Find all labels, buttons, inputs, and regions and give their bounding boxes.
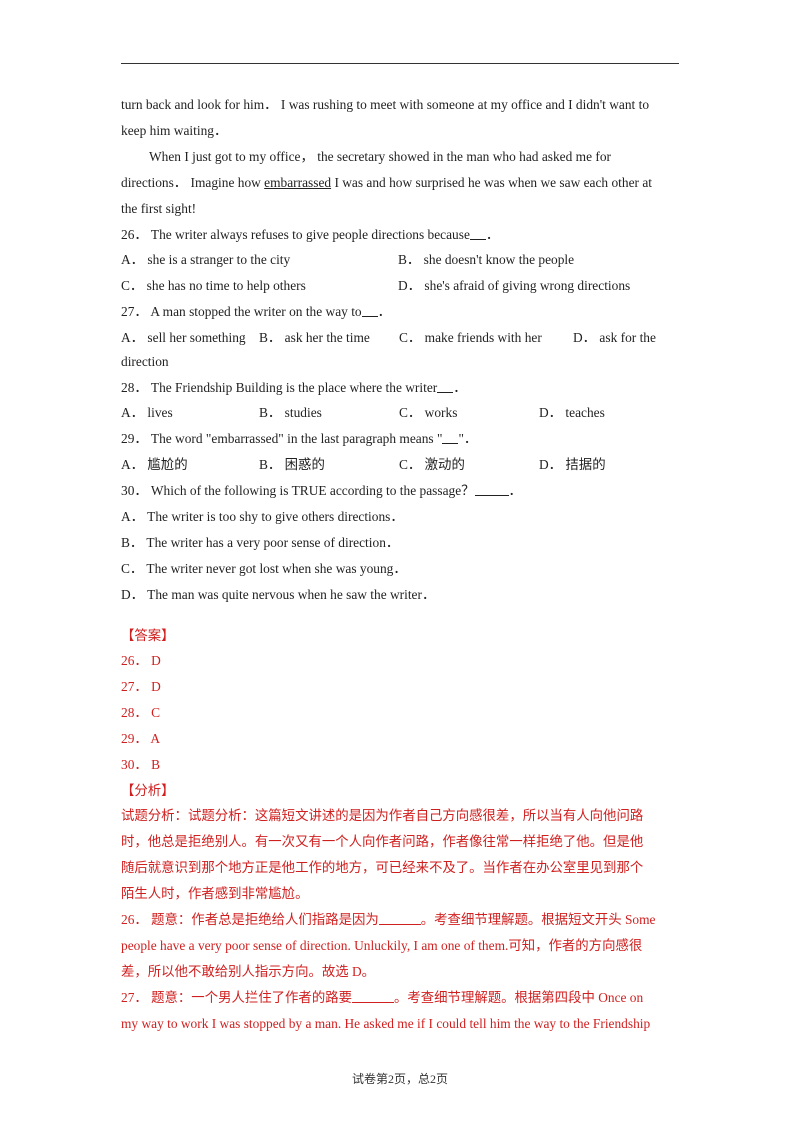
analysis-line-2: 时，他总是拒绝别人。有一次又有一个人向作者问路，作者像往常一样拒绝了他。但是他 (121, 834, 644, 849)
passage-line-5: the first sight! (121, 201, 197, 216)
analysis-line-3: 随后就意识到那个地方正是他工作的地方，可已经来不及了。当作者在办公室里见到那个 (121, 860, 644, 875)
analysis-line-6: people have a very poor sense of directi… (121, 938, 643, 953)
q27-option-d: D． ask for the (573, 330, 656, 345)
answer-26: 26． D (121, 653, 161, 668)
q30-option-a: A． The writer is too shy to give others … (121, 509, 404, 524)
q28-option-d: D． teaches (539, 405, 605, 420)
question-27: 27． A man stopped the writer on the way … (121, 304, 392, 319)
analysis-heading: 【分析】 (121, 783, 175, 798)
question-29: 29． The word "embarrassed" in the last p… (121, 431, 478, 446)
question-28: 28． The Friendship Building is the place… (121, 380, 467, 395)
analysis-line-9: my way to work I was stopped by a man. H… (121, 1016, 651, 1031)
q28-option-b: B． studies (259, 405, 322, 420)
analysis-line-7: 差，所以他不敢给别人指示方向。故选 D。 (121, 964, 376, 979)
q27-option-c: C． make friends with her (399, 330, 542, 345)
q26-option-c: C． she has no time to help others (121, 278, 306, 293)
embarrassed-word: embarrassed (264, 175, 332, 190)
q29-option-b: B． 困惑的 (259, 457, 325, 472)
passage-line-3: When I just got to my office， the secret… (149, 149, 611, 164)
answer-29: 29． A (121, 731, 161, 746)
q29-option-a: A． 尴尬的 (121, 457, 188, 472)
passage-line-1: turn back and look for him． I was rushin… (121, 97, 650, 112)
q29-option-d: D． 拮据的 (539, 457, 606, 472)
q27-option-a: A． sell her something (121, 330, 246, 345)
q26-option-a: A． she is a stranger to the city (121, 252, 291, 267)
q29-option-c: C． 激动的 (399, 457, 465, 472)
analysis-line-5: 26． 题意：作者总是拒绝给人们指路是因为。考查细节理解题。根据短文开头 Som… (121, 912, 656, 927)
q26-option-d: D． she's afraid of giving wrong directio… (398, 278, 631, 293)
q30-option-c: C． The writer never got lost when she wa… (121, 561, 407, 576)
q30-option-d: D． The man was quite nervous when he saw… (121, 587, 436, 602)
page-footer: 试卷第2页，总2页 (351, 1072, 448, 1086)
analysis-line-4: 陌生人时，作者感到非常尴尬。 (121, 886, 309, 901)
analysis-line-8: 27． 题意：一个男人拦住了作者的路要。考查细节理解题。根据第四段中 Once … (121, 990, 644, 1005)
q30-option-b: B． The writer has a very poor sense of d… (121, 535, 400, 550)
q26-option-b: B． she doesn't know the people (398, 252, 575, 267)
answer-28: 28． C (121, 705, 161, 720)
q28-option-a: A． lives (121, 405, 173, 420)
q28-option-c: C． works (399, 405, 458, 420)
answer-27: 27． D (121, 679, 161, 694)
answer-30: 30． B (121, 757, 161, 772)
question-30: 30． Which of the following is TRUE accor… (121, 483, 522, 498)
header-rule (121, 63, 679, 64)
analysis-line-1: 试题分析：试题分析：这篇短文讲述的是因为作者自己方向感很差，所以当有人向他问路 (121, 808, 644, 823)
q27-option-b: B． ask her the time (259, 330, 370, 345)
answer-heading: 【答案】 (121, 628, 175, 643)
passage-line-2: keep him waiting． (121, 123, 228, 138)
question-26: 26． The writer always refuses to give pe… (121, 227, 500, 242)
q27-option-d-cont: direction (121, 354, 169, 369)
passage-line-4: directions． Imagine how embarrassed I wa… (121, 175, 652, 190)
